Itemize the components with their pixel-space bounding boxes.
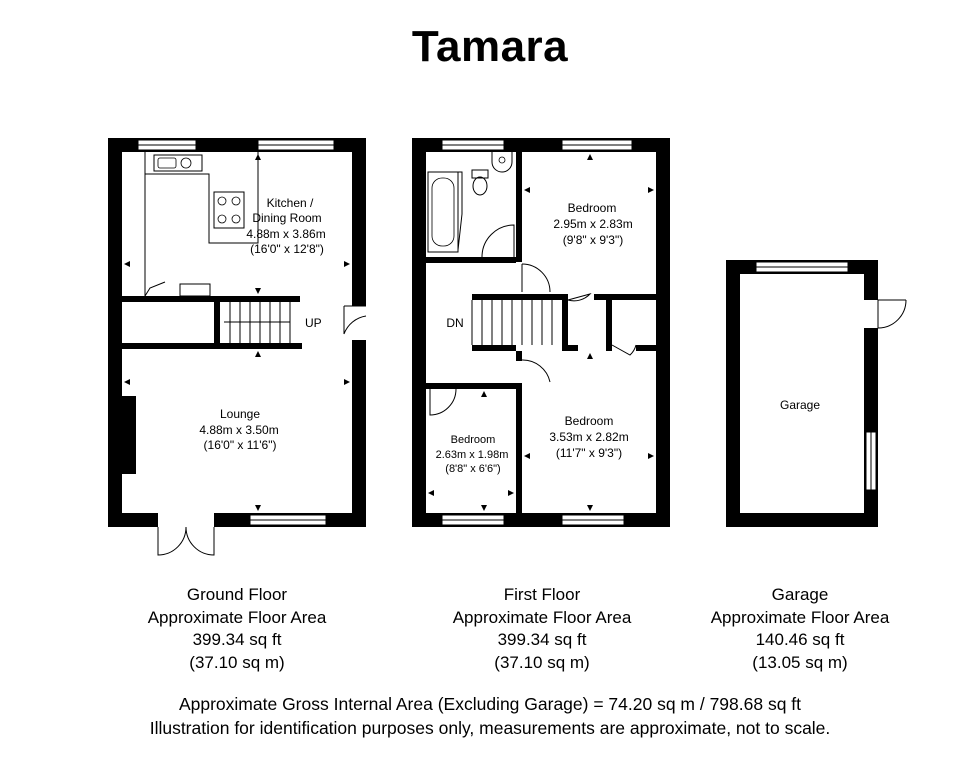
garage-sq-m: (13.05 sq m) [752, 652, 848, 672]
ground-floor-sq-ft: 399.34 sq ft [192, 630, 282, 649]
first-wall-left [412, 138, 426, 527]
garage-side-door [877, 299, 907, 329]
garage-area-label: Approximate Floor Area [710, 607, 890, 627]
ground-floor-plan: Kitchen / Dining Room 4.88m x 3.86m (16'… [108, 138, 367, 556]
bedroom1-name: Bedroom [568, 201, 617, 215]
ground-floor-sq-m: (37.10 sq m) [189, 652, 285, 672]
ground-floor-caption: Ground Floor Approximate Floor Area 399.… [107, 584, 367, 674]
ground-floor-area-label: Approximate Floor Area [147, 607, 327, 627]
lounge-name: Lounge [220, 407, 260, 421]
bedroom1-metric-size: 2.95m x 2.83m [553, 217, 632, 231]
bedroom3-name: Bedroom [451, 434, 496, 446]
ground-kitchen-hob [213, 191, 245, 229]
garage-caption: Garage Approximate Floor Area 140.46 sq … [670, 584, 930, 674]
ground-stairs-up-label: UP [305, 316, 322, 330]
garage-wall-right [864, 328, 878, 527]
ground-floor-name: Ground Floor [186, 585, 288, 604]
ground-kitchen-sink [153, 154, 203, 172]
first-toilet [471, 169, 489, 179]
first-bath [427, 171, 459, 253]
first-floor-caption: First Floor Approximate Floor Area 399.3… [412, 584, 672, 674]
ground-dimension-arrows [124, 154, 350, 511]
garage-sq-ft: 140.46 sq ft [755, 630, 845, 649]
garage-name: Garage [780, 398, 820, 412]
first-basin [491, 152, 513, 173]
garage-wall-left [726, 260, 740, 527]
first-floor-sq-ft: 399.34 sq ft [497, 630, 587, 649]
disclaimer: Illustration for identification purposes… [149, 718, 831, 738]
kitchen-metric-size: 4.88m x 3.86m [246, 227, 325, 241]
garage-plan: Garage [726, 260, 907, 527]
lounge-metric-size: 4.88m x 3.50m [199, 423, 278, 437]
ground-chimney-breast [122, 396, 136, 474]
ground-wall-bottom [108, 513, 366, 527]
plan-title: Tamara [411, 22, 569, 71]
ground-french-door-opening [158, 512, 214, 528]
bedroom3-imperial-size: (8'8" x 6'6") [445, 463, 500, 475]
first-floor-area-label: Approximate Floor Area [452, 607, 632, 627]
ground-kitchen-worktop [144, 152, 259, 244]
bedroom1-imperial-size: (9'8" x 9'3") [563, 233, 623, 247]
kitchen-name-line1: Kitchen / [267, 196, 314, 210]
footer: Approximate Gross Internal Area (Excludi… [0, 692, 980, 740]
first-wall-right [656, 138, 670, 527]
gross-internal-area: Approximate Gross Internal Area (Excludi… [178, 694, 802, 714]
first-floor-sq-m: (37.10 sq m) [494, 652, 590, 672]
bedroom2-imperial-size: (11'7" x 9'3") [556, 446, 622, 460]
ground-wall-left [108, 138, 122, 527]
first-stairs-down-label: DN [446, 316, 463, 330]
kitchen-imperial-size: (16'0" x 12'8") [250, 242, 324, 256]
garage-floor-name: Garage [771, 585, 829, 604]
first-floor-plan: DN Bedroom 2.95m x 2.83m (9'8" x 9'3") B… [412, 138, 670, 527]
bedroom2-metric-size: 3.53m x 2.82m [549, 430, 628, 444]
ground-wall-right-lower [352, 340, 366, 527]
bedroom2-name: Bedroom [565, 414, 614, 428]
garage-wall-bottom [726, 513, 878, 527]
ground-stairs [224, 302, 291, 343]
kitchen-name-line2: Dining Room [252, 211, 321, 225]
lounge-imperial-size: (16'0" x 11'6") [204, 438, 277, 452]
first-dimension-arrows [428, 154, 654, 511]
bedroom3-metric-size: 2.63m x 1.98m [436, 449, 509, 461]
first-floor-name: First Floor [503, 585, 581, 604]
ground-wall-right-upper [352, 138, 366, 306]
ground-front-door [343, 306, 367, 335]
first-stairs [471, 300, 553, 345]
